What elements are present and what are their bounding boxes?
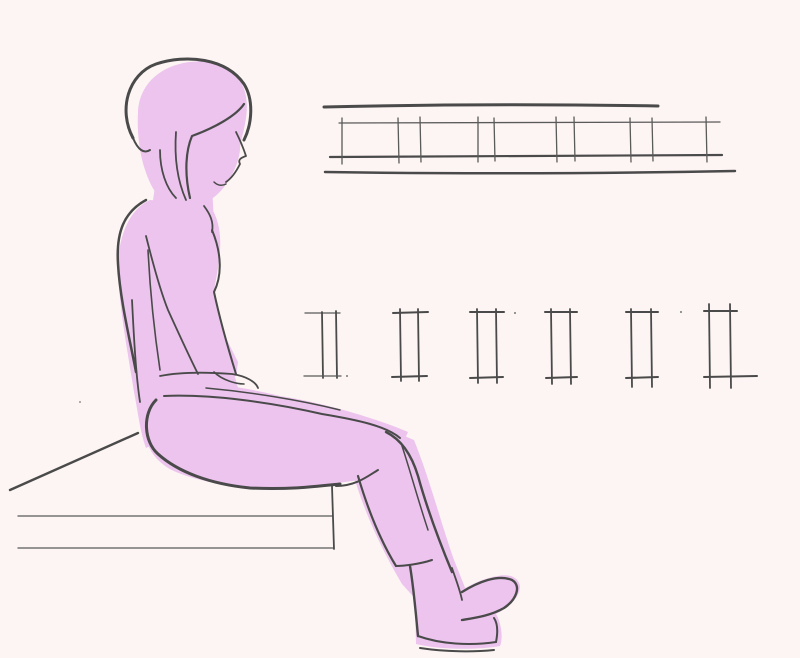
figure-shin-fill	[352, 432, 466, 604]
post	[303, 310, 342, 379]
post	[703, 303, 758, 389]
post	[469, 308, 505, 384]
figure-thigh-fill	[143, 382, 409, 489]
bench-side-edge	[331, 485, 335, 550]
post	[544, 308, 578, 385]
posts-row	[79, 303, 758, 403]
rail-mid-lower	[328, 153, 724, 159]
rail-mid-upper	[338, 121, 721, 124]
bench	[8, 431, 335, 550]
bench-slope-edge	[8, 431, 140, 492]
railing	[322, 103, 737, 175]
rail-bottom	[323, 169, 737, 175]
figure-outline	[116, 57, 519, 653]
post	[391, 308, 429, 382]
figure	[118, 61, 520, 649]
rail-ticks	[341, 116, 708, 165]
rail-top	[322, 103, 660, 109]
figure-head-fill	[137, 61, 247, 204]
post	[625, 308, 659, 388]
figure-foot-fill	[414, 566, 520, 649]
